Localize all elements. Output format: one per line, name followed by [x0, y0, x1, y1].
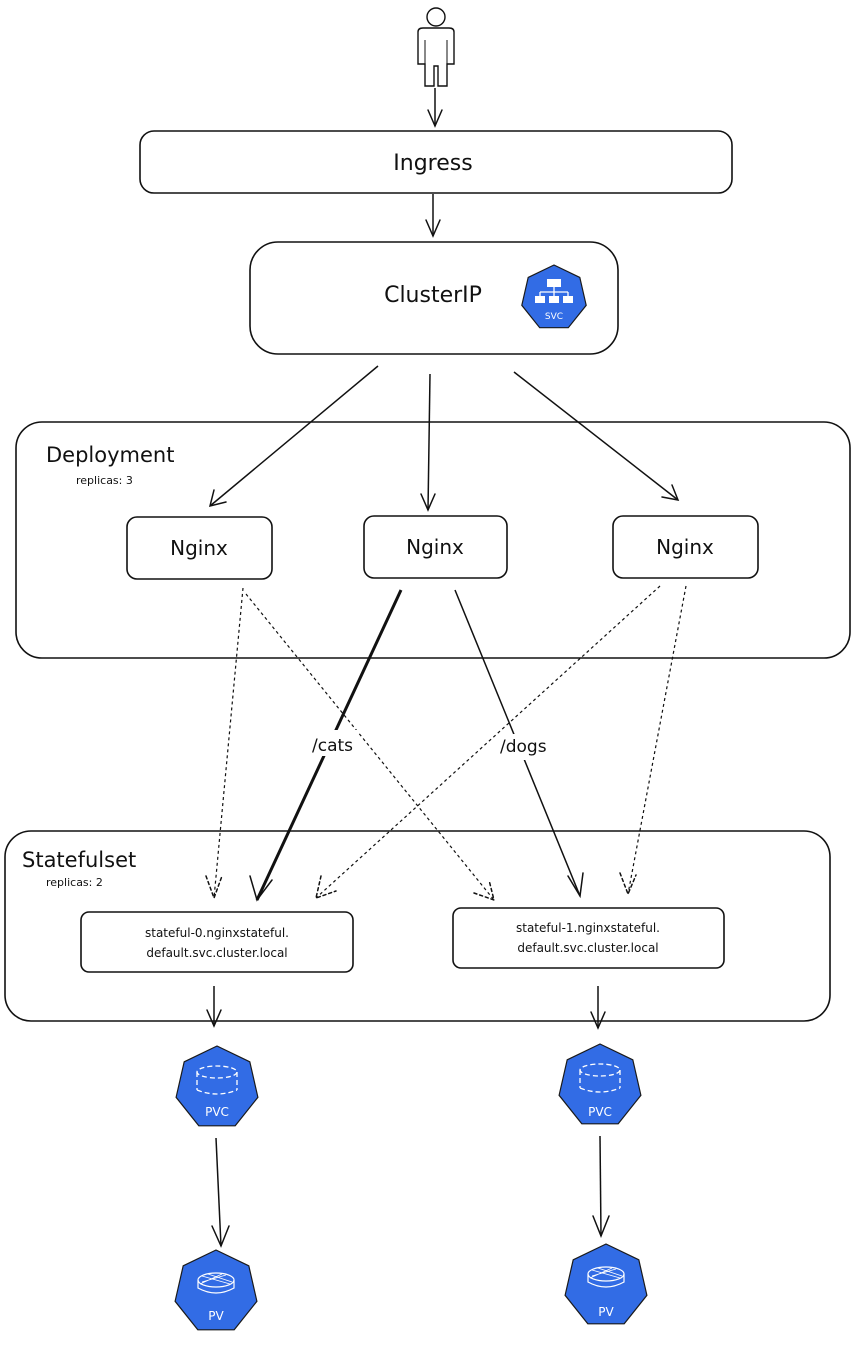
clusterip-label: ClusterIP	[384, 283, 482, 308]
statefulset-title: Statefulset	[22, 848, 136, 872]
ingress-label: Ingress	[393, 151, 472, 176]
stateful-pod-0-line2: default.svc.cluster.local	[146, 946, 287, 960]
statefulset-group: Statefulset replicas: 2	[4, 830, 831, 1022]
arrow-pvc-to-pv-left	[211, 1137, 230, 1248]
clusterip-box: ClusterIP SVC	[249, 241, 619, 355]
pv-icon: PV	[174, 1249, 258, 1331]
pvc-icon: PVC	[558, 1043, 642, 1125]
stateful-pod-1-line2: default.svc.cluster.local	[517, 941, 658, 955]
dotted-nginx-1-to-stateful-1	[245, 593, 496, 902]
nginx-pod-label: Nginx	[170, 536, 228, 560]
stateful-pod-1: stateful-1.nginxstateful. default.svc.cl…	[452, 907, 725, 969]
arrow-user-to-ingress	[427, 88, 443, 128]
arrow-clusterip-to-nginx-1	[208, 365, 379, 508]
route-label-dogs: /dogs	[500, 737, 547, 757]
nginx-pod: Nginx	[612, 515, 759, 579]
pv-label: PV	[208, 1309, 224, 1323]
pvc-label: PVC	[588, 1105, 612, 1119]
svc-icon: SVC	[521, 264, 587, 329]
nginx-pod-label: Nginx	[656, 535, 714, 559]
person-icon	[417, 7, 455, 87]
svc-icon-label: SVC	[545, 312, 563, 322]
arrow-clusterip-to-nginx-2	[420, 373, 436, 512]
pvc-icon: PVC	[175, 1045, 259, 1127]
dotted-nginx-1-to-stateful-0	[205, 587, 244, 901]
stateful-pod-0-line1: stateful-0.nginxstateful.	[145, 926, 289, 940]
arrow-stateful-1-to-pvc	[590, 986, 606, 1030]
route-label-cats: /cats	[312, 736, 353, 756]
deployment-title: Deployment	[46, 443, 174, 467]
dotted-nginx-3-to-stateful-0	[314, 585, 661, 900]
stateful-pod-0: stateful-0.nginxstateful. default.svc.cl…	[80, 911, 354, 973]
arrow-pvc-to-pv-right	[592, 1135, 610, 1239]
pv-label: PV	[598, 1305, 614, 1319]
dotted-nginx-3-to-stateful-1	[619, 585, 687, 897]
statefulset-replicas: replicas: 2	[46, 876, 103, 889]
nginx-pod: Nginx	[126, 516, 273, 580]
arrow-ingress-to-clusterip	[425, 194, 441, 238]
stateful-pod-1-line1: stateful-1.nginxstateful.	[516, 921, 660, 935]
arrow-stateful-0-to-pvc	[206, 986, 222, 1028]
pv-icon: PV	[564, 1243, 648, 1325]
deployment-replicas: replicas: 3	[76, 474, 133, 487]
deployment-group: Deployment replicas: 3	[15, 421, 851, 659]
pvc-label: PVC	[205, 1105, 229, 1119]
arrow-clusterip-to-nginx-3	[513, 371, 680, 501]
nginx-pod-label: Nginx	[406, 535, 464, 559]
nginx-pod: Nginx	[363, 515, 508, 579]
ingress-box: Ingress	[139, 130, 733, 194]
